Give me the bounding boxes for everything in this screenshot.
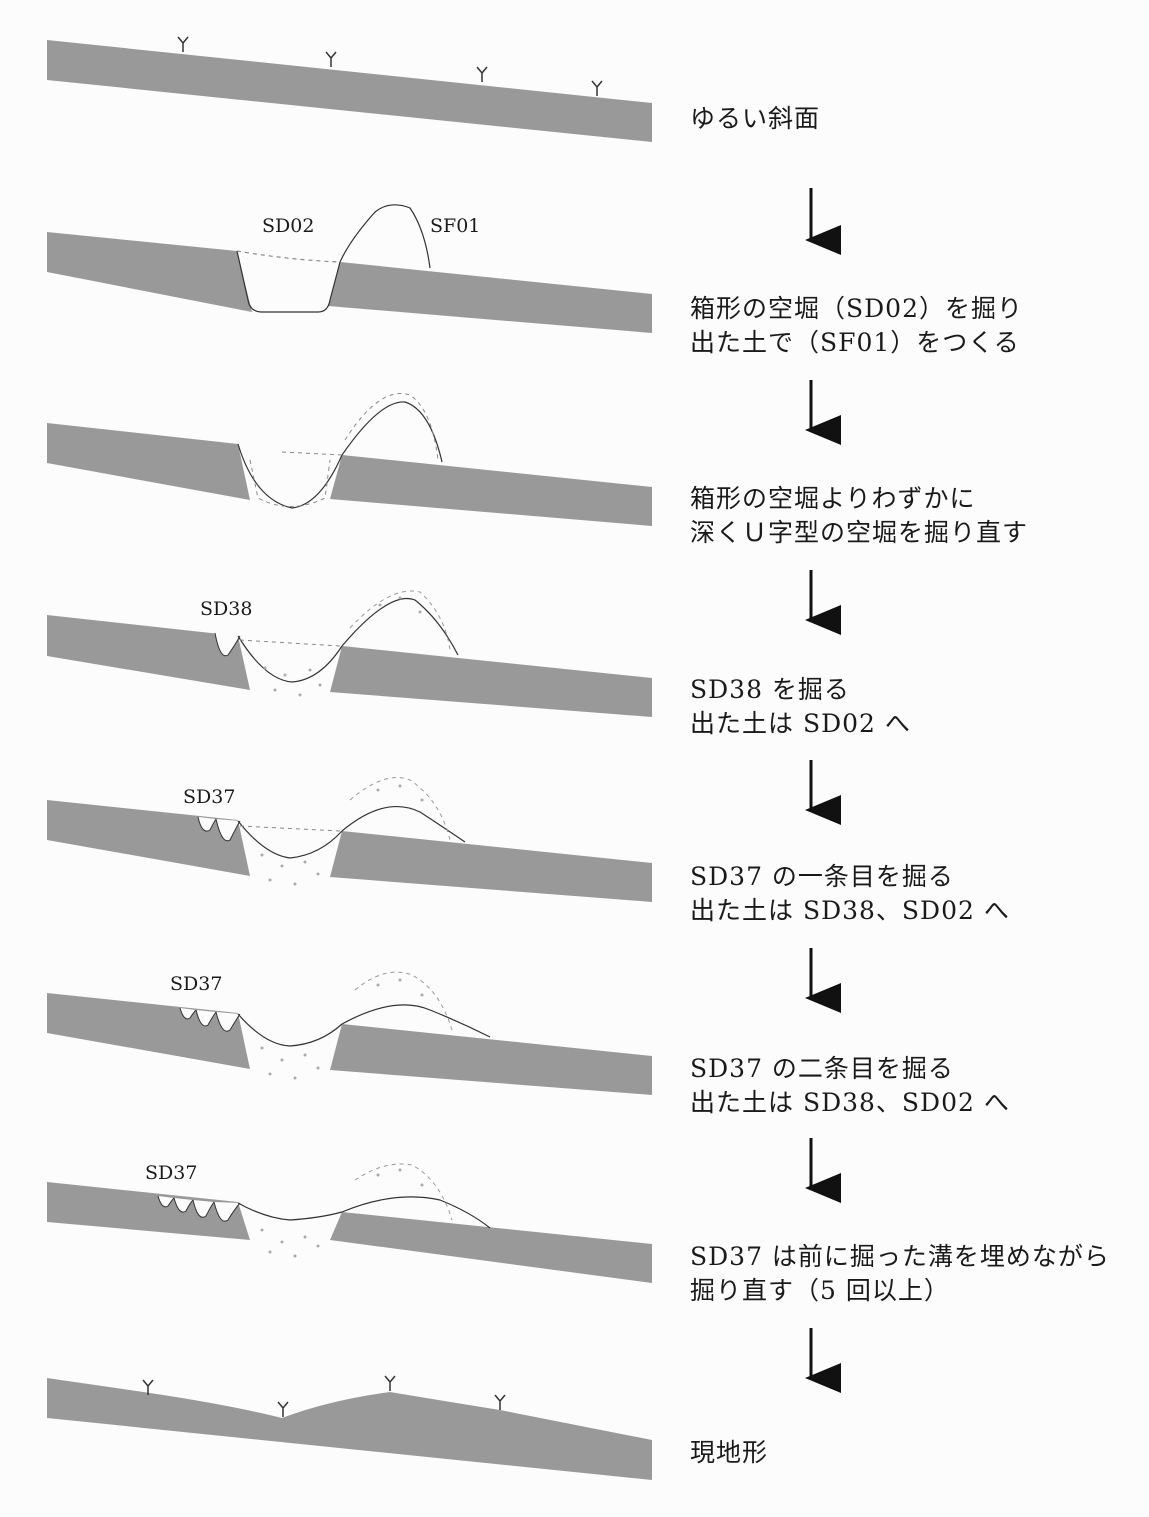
label-sd37: SD37 [170, 973, 223, 995]
plant-icon [177, 36, 603, 96]
panel-1-slope [47, 36, 652, 142]
panel-6-sd37-second [47, 971, 652, 1095]
label-sd37: SD37 [145, 1162, 198, 1184]
caption-step-8: 現地形 [690, 1436, 768, 1470]
caption-line: 現地形 [690, 1438, 769, 1467]
plant-icon [142, 1375, 506, 1417]
label-sd37: SD37 [183, 786, 236, 808]
caption-line: 深くＵ字型の空堀を掘り直す [690, 518, 1029, 547]
caption-line: 箱形の空堀（SD02）を掘り [690, 294, 1023, 323]
caption-step-3: 箱形の空堀よりわずかに 深くＵ字型の空堀を掘り直す [690, 482, 1028, 550]
panel-3-u-moat [47, 393, 652, 526]
caption-line: SD38 を掘る [690, 675, 850, 704]
caption-line: 箱形の空堀よりわずかに [690, 484, 976, 513]
caption-line: 出た土は SD38、SD02 へ [690, 1088, 1010, 1117]
caption-line: SD37 は前に掘った溝を埋めながら [690, 1242, 1110, 1271]
panel-4-sd38 [47, 590, 652, 717]
caption-step-1: ゆるい斜面 [690, 102, 820, 136]
panel-5-sd37-first [47, 777, 652, 902]
label-sf01: SF01 [430, 215, 481, 237]
label-sd02: SD02 [262, 215, 315, 237]
panel-2-box-moat [47, 204, 652, 333]
caption-step-2: 箱形の空堀（SD02）を掘り 出た土で（SF01）をつくる [690, 292, 1023, 360]
caption-line: 掘り直す（5 回以上） [690, 1276, 950, 1305]
panel-8-current [47, 1375, 652, 1480]
caption-line: 出た土は SD02 へ [690, 709, 911, 738]
caption-line: 出た土で（SF01）をつくる [690, 328, 1020, 357]
label-sd38: SD38 [200, 598, 253, 620]
caption-step-5: SD37 の一条目を掘る 出た土は SD38、SD02 へ [690, 860, 1010, 928]
panel-7-sd37-repeated [47, 1163, 652, 1283]
caption-line: SD37 の二条目を掘る [690, 1054, 954, 1083]
caption-line: SD37 の一条目を掘る [690, 862, 954, 891]
caption-step-7: SD37 は前に掘った溝を埋めながら 掘り直す（5 回以上） [690, 1240, 1110, 1308]
caption-step-4: SD38 を掘る 出た土は SD02 へ [690, 673, 911, 741]
caption-line: 出た土は SD38、SD02 へ [690, 896, 1010, 925]
caption-step-6: SD37 の二条目を掘る 出た土は SD38、SD02 へ [690, 1052, 1010, 1120]
caption-line: ゆるい斜面 [690, 104, 821, 133]
